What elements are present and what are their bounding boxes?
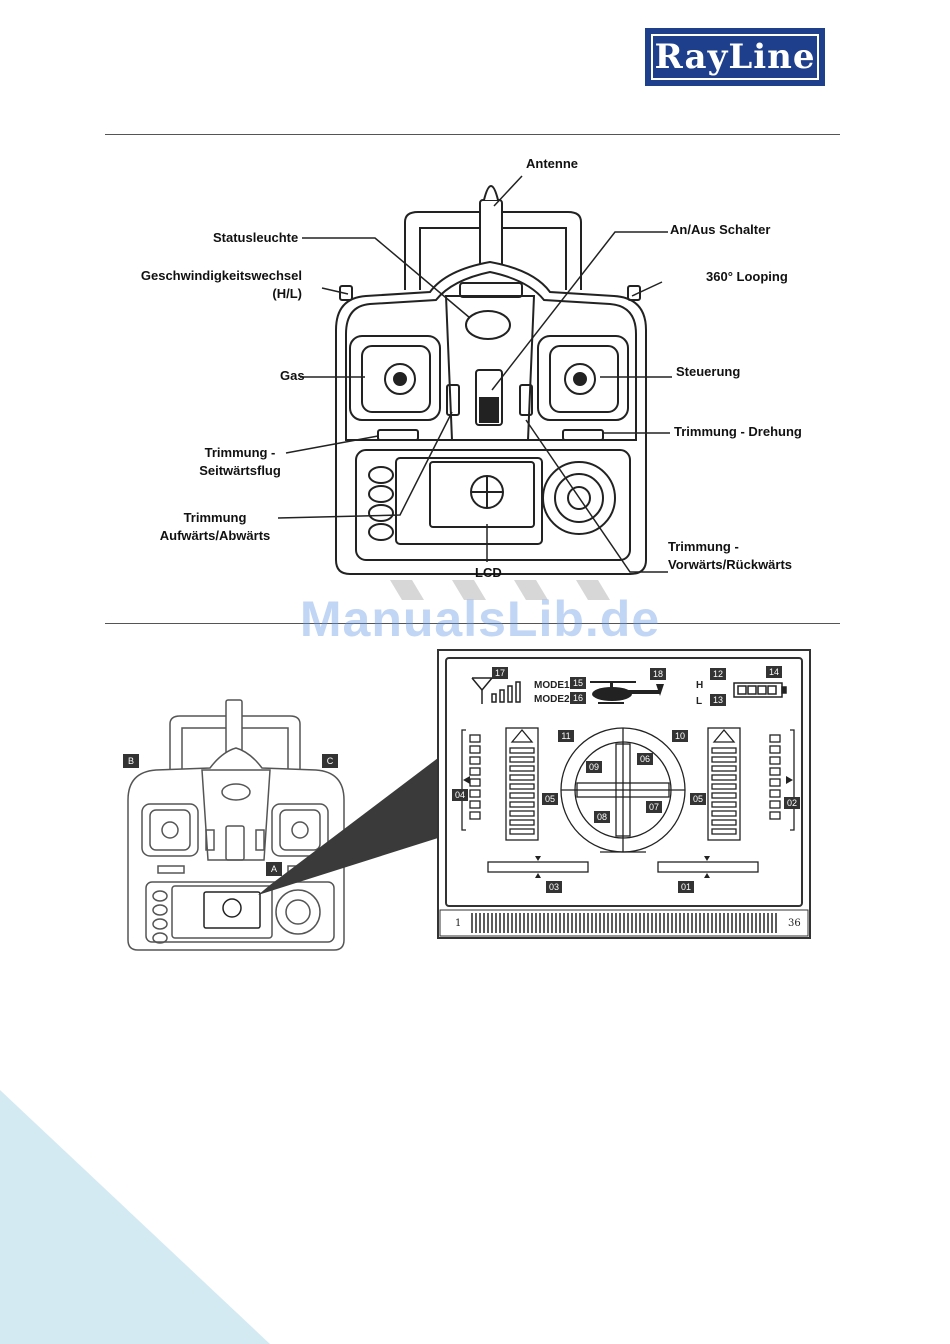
segment-12: 12 [713, 669, 723, 679]
label-geschwindigkeitswechsel: Geschwindigkeitswechsel (H/L) [130, 267, 302, 303]
label-trimmung-drehung: Trimmung - Drehung [674, 424, 802, 439]
lcd-l: L [696, 696, 702, 707]
label-trimmung-seitwaertsflug-line1: Trimmung - [204, 445, 276, 460]
segment-09: 09 [589, 762, 599, 772]
segment-04: 04 [455, 790, 465, 800]
pin-start-label: 1 [455, 918, 461, 929]
marker-c: C [327, 756, 334, 766]
label-trimmung-seitwaertsflug: Trimmung - Seitwärtsflug [190, 444, 290, 480]
segment-15: 15 [573, 678, 583, 688]
lcd-mode1: MODE1 [534, 680, 570, 691]
lcd-mode2: MODE2 [534, 694, 570, 705]
label-lcd: LCD [475, 565, 502, 580]
label-trimmung-vorwaerts: Trimmung - Vorwärts/Rückwärts [668, 538, 792, 574]
transmitter-diagram [277, 175, 672, 600]
segment-17: 17 [495, 668, 505, 678]
segment-11: 11 [561, 731, 570, 741]
marker-b: B [128, 756, 134, 766]
label-an-aus-schalter: An/Aus Schalter [670, 222, 771, 237]
segment-05-left: 05 [545, 794, 555, 804]
segment-02: 02 [787, 798, 797, 808]
corner-decoration [0, 1090, 270, 1344]
segment-03: 03 [549, 882, 559, 892]
segment-18: 18 [653, 669, 663, 679]
lcd-h: H [696, 680, 703, 691]
brand-logo: RayLine [645, 28, 825, 86]
label-trimmung-vorwaerts-line2: Vorwärts/Rückwärts [668, 557, 793, 572]
marker-a: A [271, 864, 277, 874]
label-antenne: Antenne [526, 156, 578, 171]
segment-08: 08 [597, 812, 607, 822]
segment-16: 16 [573, 693, 583, 703]
divider-middle [105, 623, 840, 624]
segment-07: 07 [649, 802, 659, 812]
label-geschwindigkeitswechsel-line2: (H/L) [272, 286, 302, 301]
brand-logo-text: RayLine [651, 34, 819, 80]
segment-05-right: 05 [693, 794, 703, 804]
segment-10: 10 [675, 731, 685, 741]
label-gas: Gas [280, 368, 305, 383]
label-trimmung-seitwaertsflug-line2: Seitwärtsflug [199, 463, 281, 478]
segment-13: 13 [713, 695, 723, 705]
label-trimmung-aufwaerts-line2: Aufwärts/Abwärts [159, 528, 271, 543]
label-steuerung: Steuerung [676, 364, 741, 379]
watermark: ManualsLib.de [299, 591, 661, 647]
label-statusleuchte: Statusleuchte [213, 230, 299, 245]
divider-top [105, 134, 840, 135]
label-trimmung-vorwaerts-line1: Trimmung - [668, 539, 739, 554]
pin-end-label: 36 [788, 918, 801, 929]
lcd-detail-diagram: B C A [123, 649, 811, 951]
segment-06: 06 [640, 754, 650, 764]
label-geschwindigkeitswechsel-line1: Geschwindigkeitswechsel [140, 268, 302, 283]
label-trimmung-aufwaerts: Trimmung Aufwärts/Abwärts [150, 509, 280, 545]
segment-01: 01 [681, 882, 691, 892]
segment-14: 14 [769, 667, 779, 677]
label-trimmung-aufwaerts-line1: Trimmung [183, 510, 247, 525]
label-looping: 360° Looping [706, 269, 788, 284]
